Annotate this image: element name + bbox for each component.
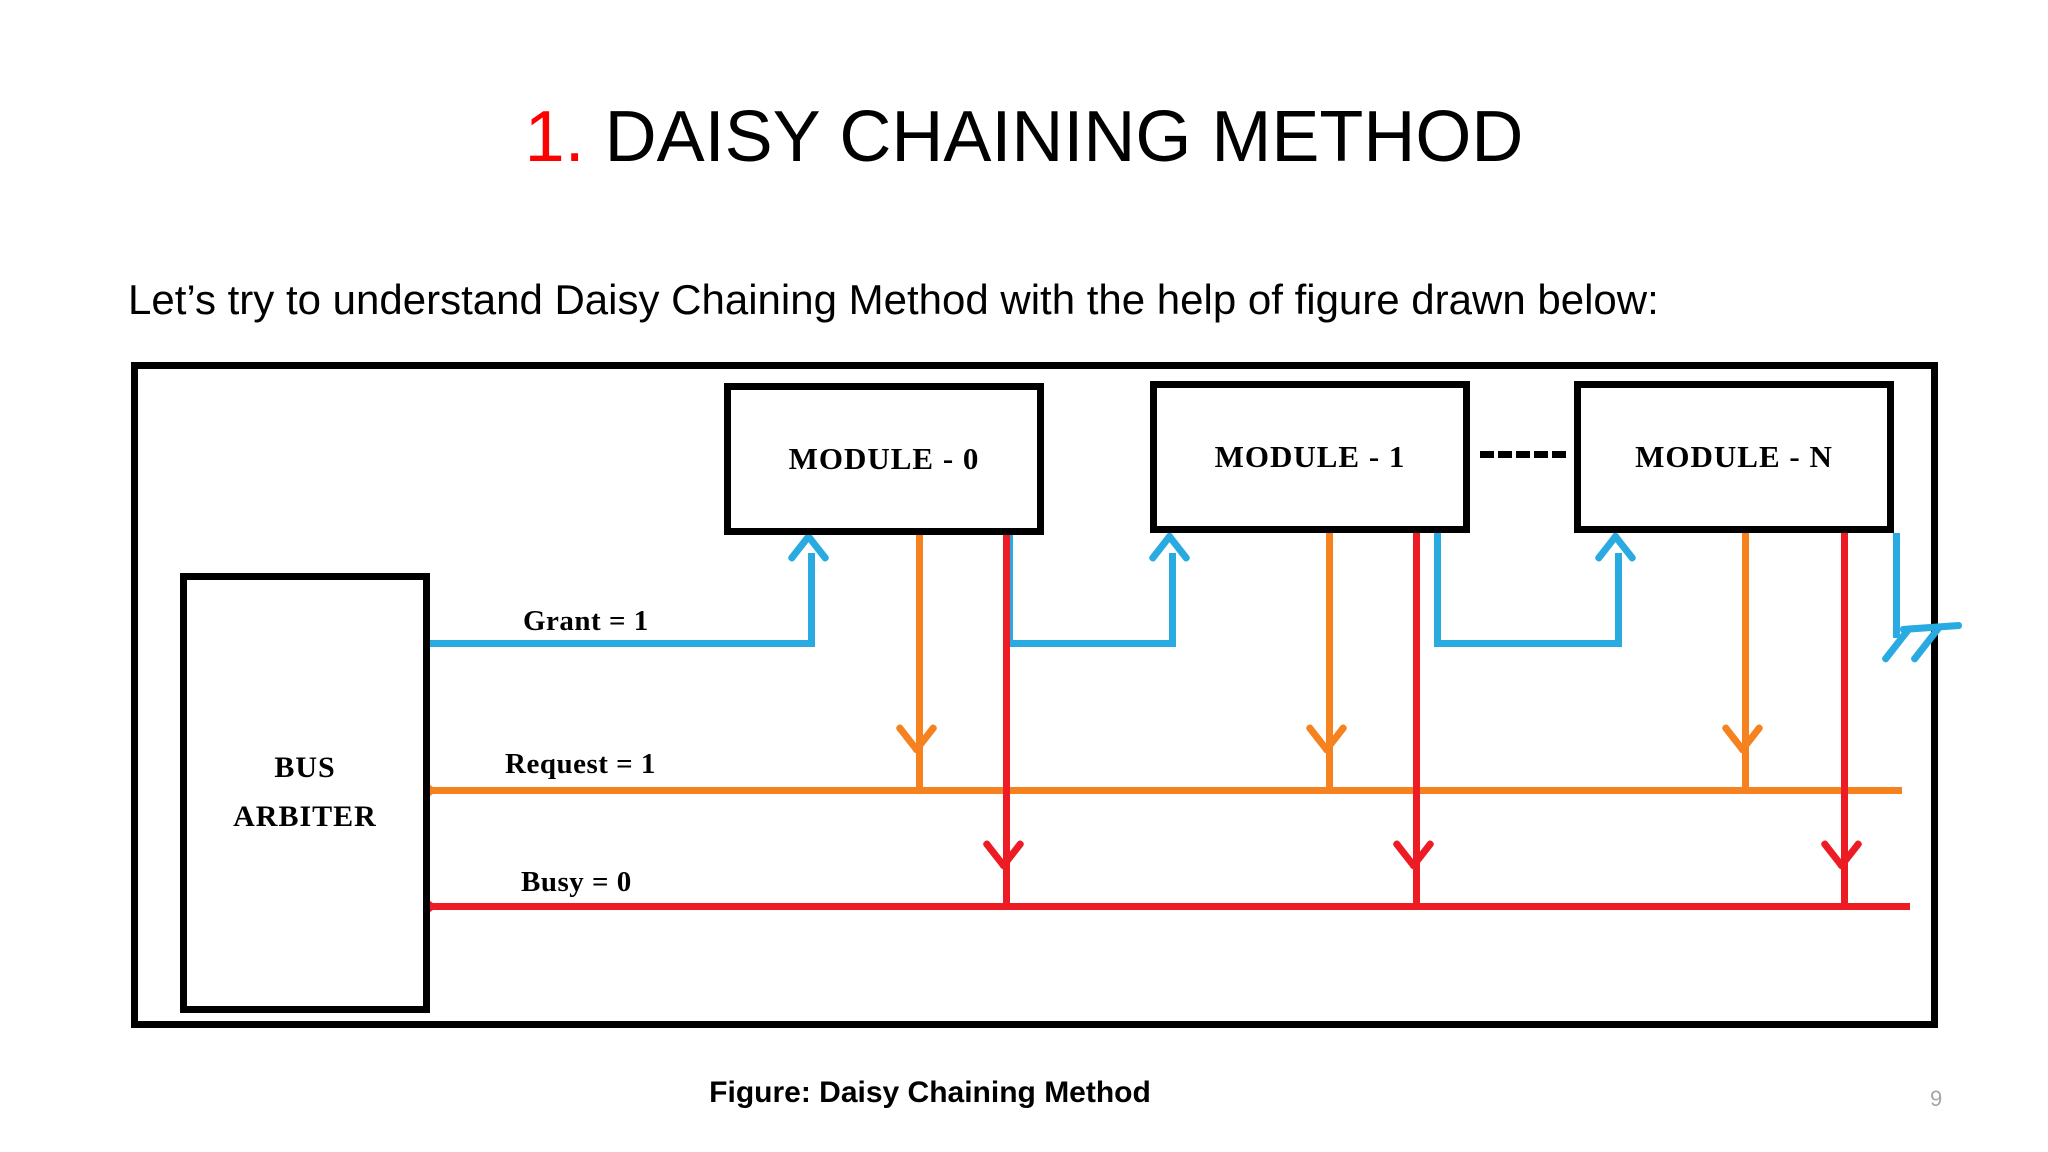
figure-caption: Figure: Daisy Chaining Method — [709, 1076, 1151, 1109]
module-box-n: MODULE - N — [1574, 381, 1894, 533]
page-number: 9 — [1930, 1086, 1943, 1111]
grant-wire-seg-modN-out-v — [1893, 533, 1900, 638]
grant-wire-seg-mod1-v — [1169, 553, 1176, 647]
busy-drop-modN — [1841, 533, 1848, 907]
busy-drop-mod1 — [1413, 533, 1420, 907]
module-box-1: MODULE - 1 — [1150, 381, 1470, 533]
request-drop-modN — [1742, 533, 1749, 791]
grant-wire-seg-mod0-v — [808, 553, 815, 647]
module-label-n: MODULE - N — [1635, 439, 1833, 474]
module-label-0: MODULE - 0 — [788, 441, 980, 476]
request-bus-line — [432, 787, 1902, 794]
bus-arbiter-label-line1: BUS — [274, 751, 336, 785]
grant-wire-seg-modN-v — [1615, 553, 1622, 647]
module-label-1: MODULE - 1 — [1214, 439, 1406, 474]
grant-wire-seg-mod1-modN-h — [1434, 640, 1622, 647]
grant-wire-seg-mod0-mod1-h — [1006, 640, 1176, 647]
bus-arbiter-box: BUS ARBITER — [180, 573, 430, 1013]
module-box-0: MODULE - 0 — [724, 383, 1044, 535]
signal-label-busy: Busy = 0 — [521, 866, 632, 898]
module-continuation-dashes — [1480, 451, 1566, 458]
busy-drop-mod0 — [1003, 533, 1010, 907]
title-text: DAISY CHAINING METHOD — [584, 97, 1524, 177]
grant-wire-seg-mod1-out-v — [1434, 533, 1441, 647]
request-drop-mod1 — [1326, 533, 1333, 791]
bus-arbiter-label-line2: ARBITER — [233, 800, 377, 833]
page-title: 1. DAISY CHAINING METHOD — [0, 96, 2048, 178]
signal-label-request: Request = 1 — [505, 748, 656, 780]
grant-wire-seg-arbiter-h — [425, 640, 815, 647]
subtitle-text: Let’s try to understand Daisy Chaining M… — [128, 276, 1659, 323]
title-number: 1. — [524, 97, 585, 177]
signal-label-grant: Grant = 1 — [523, 605, 649, 637]
busy-bus-line — [432, 903, 1910, 910]
request-drop-mod0 — [916, 533, 923, 791]
